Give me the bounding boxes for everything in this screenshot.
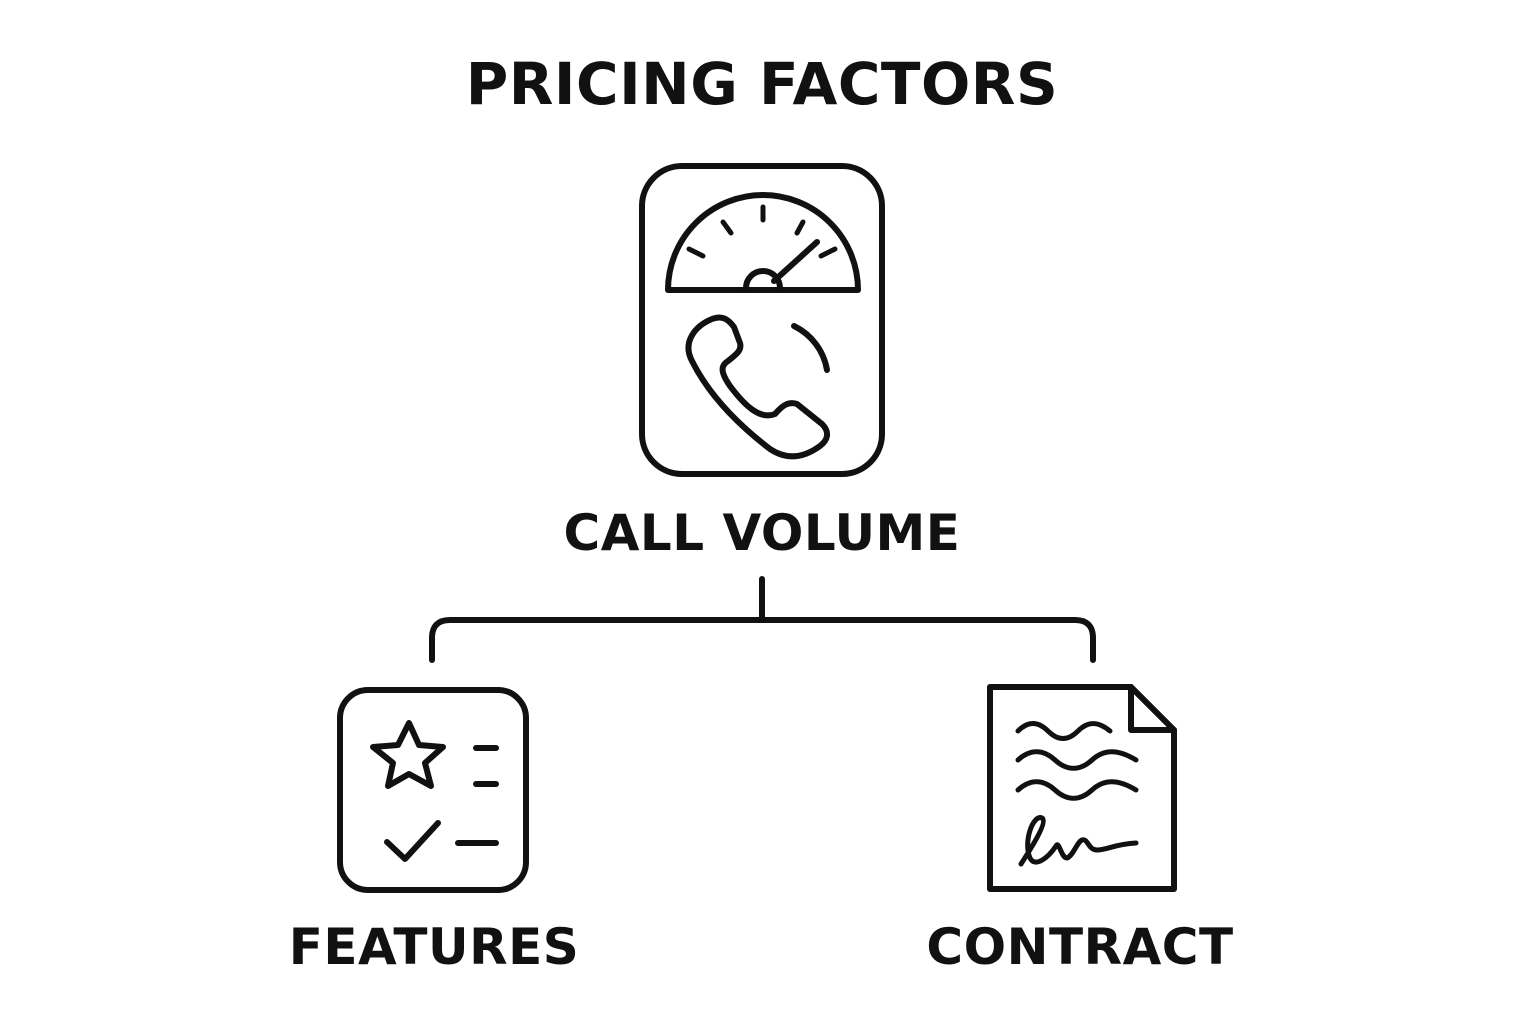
phone-gauge-icon <box>639 163 885 477</box>
signed-document-icon <box>987 684 1177 892</box>
call-volume-label: CALL VOLUME <box>563 504 961 562</box>
connector-lines <box>429 576 1096 663</box>
contract-label: CONTRACT <box>926 918 1234 976</box>
star-checklist-icon <box>337 687 529 893</box>
page-title: PRICING FACTORS <box>465 50 1059 118</box>
features-label: FEATURES <box>288 918 580 976</box>
